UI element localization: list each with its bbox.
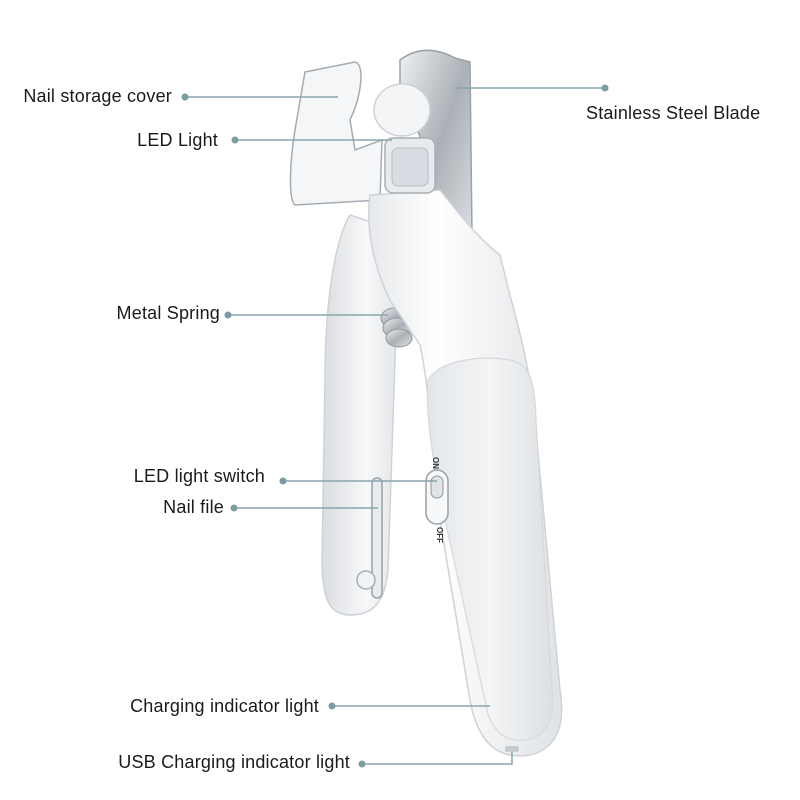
led-light-switch: ON OFF: [425, 457, 449, 543]
leader-dots: [181, 84, 609, 768]
label-led-light: LED Light: [137, 130, 218, 150]
label-stainless-steel-blade: Stainless Steel Blade: [586, 103, 761, 123]
nail-storage-cover: [289, 61, 383, 206]
leader-lines: [185, 87, 605, 765]
usb-port: [505, 746, 519, 752]
leader-usb-charging-indicator-light: [362, 752, 513, 765]
switch-on-label: ON: [431, 457, 440, 469]
label-nail-file: Nail file: [163, 497, 224, 517]
label-usb-charging-indicator-light: USB Charging indicator light: [118, 752, 350, 772]
label-led-light-switch: LED light switch: [133, 466, 265, 486]
pivot-knob: [373, 83, 431, 137]
label-metal-spring: Metal Spring: [116, 303, 220, 323]
switch-off-label: OFF: [435, 527, 444, 543]
label-charging-indicator-light: Charging indicator light: [130, 696, 319, 716]
led-light: [384, 137, 436, 194]
label-nail-storage-cover: Nail storage cover: [23, 86, 172, 106]
nail-file-pivot: [356, 570, 376, 590]
